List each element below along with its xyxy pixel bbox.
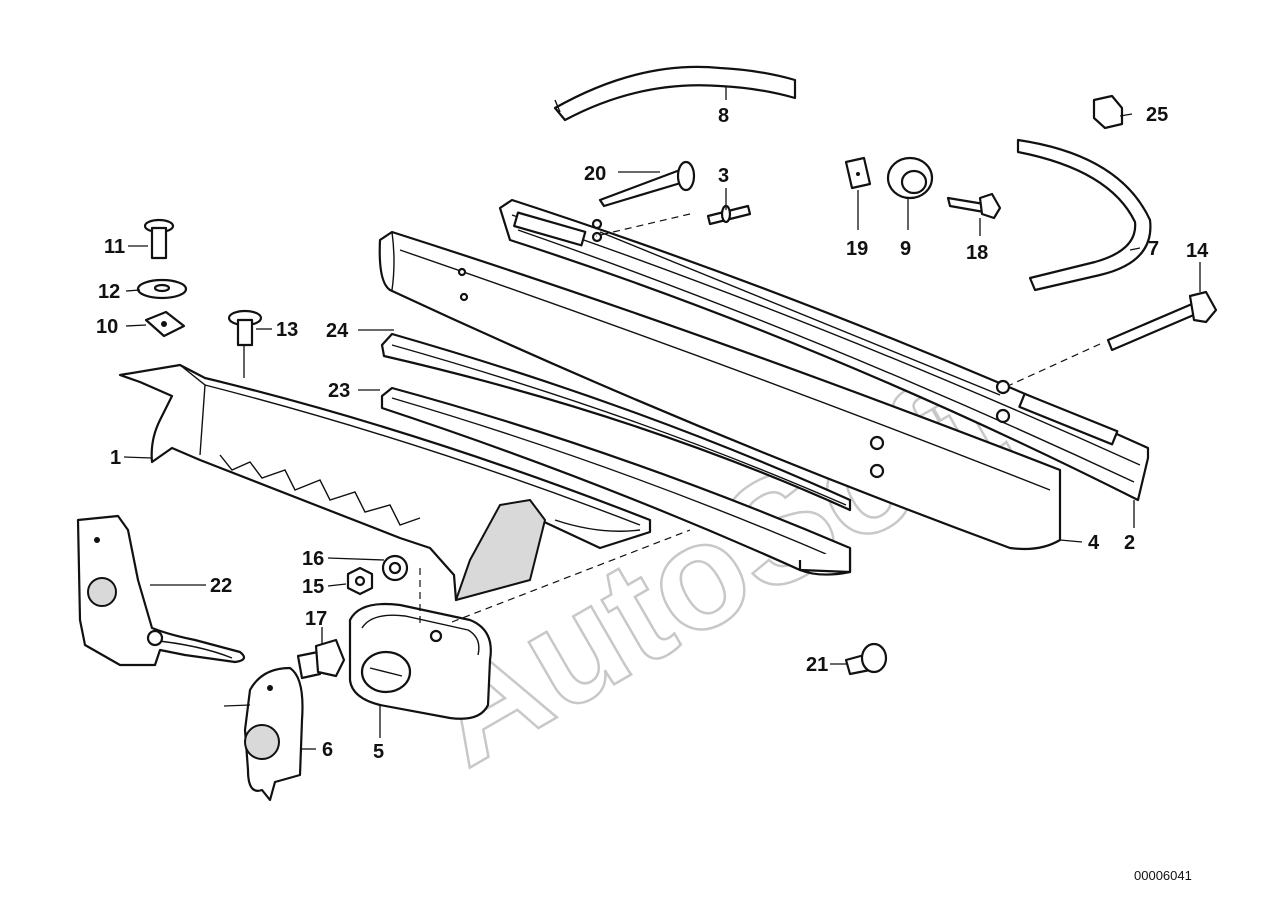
callout-8[interactable]: 8 [718, 105, 729, 127]
oval-head-screw-part[interactable] [143, 218, 175, 260]
diagram-code: 00006041 [1134, 868, 1192, 883]
callout-labels: 1 2 3 4 5 6 7 8 9 10 11 12 13 14 15 16 1… [96, 104, 1209, 763]
bumper-support-part[interactable] [118, 363, 652, 602]
bumper-cover-part[interactable] [378, 230, 1062, 551]
washer-part[interactable] [136, 278, 188, 300]
callout-12[interactable]: 12 [98, 281, 120, 303]
self-tapping-screw-part[interactable] [946, 192, 1002, 220]
hex-bolt-short-part[interactable] [296, 638, 346, 680]
rivet-part[interactable] [598, 160, 696, 208]
fillister-head-screw-part[interactable] [844, 642, 888, 676]
clip-nut-part[interactable] [844, 156, 872, 190]
clip-part[interactable] [1092, 94, 1124, 130]
moulding-strip-part[interactable] [380, 386, 852, 576]
callout-10[interactable]: 10 [96, 316, 118, 338]
callout-25[interactable]: 25 [1146, 104, 1168, 126]
callout-22[interactable]: 22 [210, 575, 232, 597]
seal-strip-part[interactable] [553, 65, 797, 122]
mounting-bracket-part[interactable] [348, 602, 492, 720]
bracket-plate-part[interactable] [243, 666, 304, 802]
callout-7[interactable]: 7 [1148, 238, 1159, 260]
fillister-screw-part[interactable] [227, 309, 263, 347]
callout-9[interactable]: 9 [900, 238, 911, 260]
hex-bolt-part[interactable] [1106, 290, 1218, 352]
callout-23[interactable]: 23 [328, 380, 350, 402]
spring-nut-part[interactable] [144, 310, 186, 338]
callout-14[interactable]: 14 [1186, 240, 1209, 262]
callout-5[interactable]: 5 [373, 741, 384, 763]
side-bracket-plate-part[interactable] [76, 514, 246, 667]
hex-nut-part[interactable] [346, 566, 374, 596]
bumper-carrier-part[interactable] [498, 198, 1150, 502]
callout-15[interactable]: 15 [302, 576, 324, 598]
callout-13[interactable]: 13 [276, 319, 298, 341]
ring-washer-part[interactable] [381, 554, 409, 582]
callout-6[interactable]: 6 [322, 739, 333, 761]
pin-part[interactable] [706, 204, 752, 226]
callout-11[interactable]: 11 [104, 236, 125, 258]
callout-24[interactable]: 24 [326, 320, 349, 342]
callout-21[interactable]: 21 [806, 654, 828, 676]
callout-19[interactable]: 19 [846, 238, 868, 260]
leader-lines [123, 87, 1201, 750]
callout-17[interactable]: 17 [305, 608, 327, 630]
callout-3[interactable]: 3 [718, 165, 729, 187]
callout-18[interactable]: 18 [966, 242, 988, 264]
trim-strip-part[interactable] [380, 332, 852, 512]
callout-1[interactable]: 1 [110, 447, 121, 469]
callout-2[interactable]: 2 [1124, 532, 1135, 554]
callout-16[interactable]: 16 [302, 548, 324, 570]
callout-20[interactable]: 20 [584, 163, 606, 185]
corner-seal-part[interactable] [1016, 138, 1152, 292]
callout-4[interactable]: 4 [1088, 532, 1100, 554]
grommet-part[interactable] [886, 156, 934, 200]
assembly-lines [223, 213, 1101, 707]
